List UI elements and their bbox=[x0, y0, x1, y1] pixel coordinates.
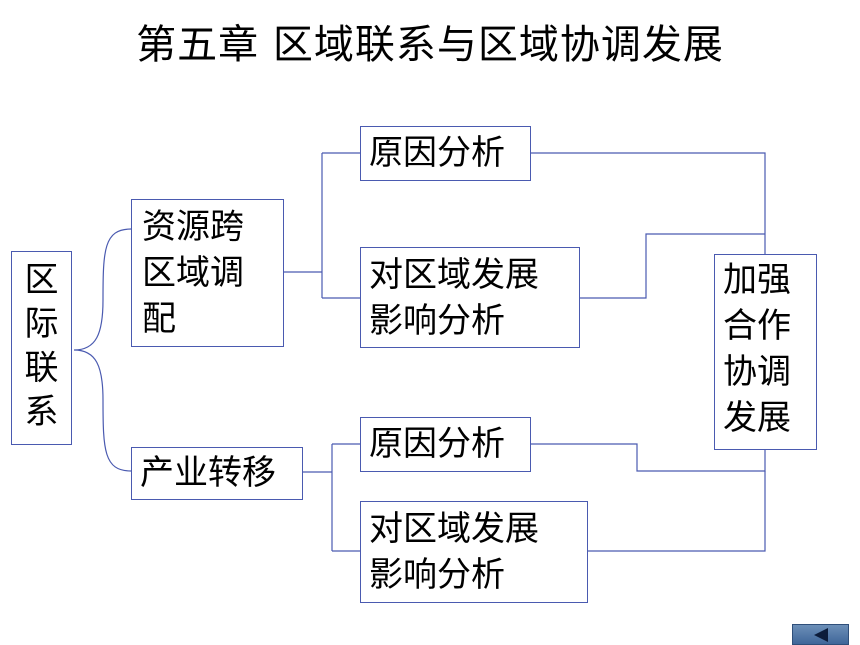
previous-slide-button[interactable] bbox=[792, 624, 849, 645]
leaf-label-line: 原因分析 bbox=[369, 133, 505, 173]
leaf-label-line: 影响分析 bbox=[369, 555, 505, 595]
branch1-connector bbox=[284, 152, 360, 299]
goal-label-line: 加强 bbox=[723, 260, 791, 300]
goal-label-line: 协调 bbox=[723, 352, 791, 392]
leaf-cause-analysis-2: 原因分析 bbox=[360, 417, 531, 472]
leaf-label-line: 影响分析 bbox=[369, 301, 505, 341]
back-arrow-icon bbox=[814, 628, 828, 642]
root-node-interregional-links: 区 际 联 系 bbox=[11, 251, 72, 445]
leaf-label-line: 对区域发展 bbox=[369, 509, 539, 549]
root-char: 际 bbox=[24, 304, 59, 344]
root-char: 系 bbox=[24, 392, 59, 432]
leaf-label-line: 对区域发展 bbox=[369, 255, 539, 295]
branch-label-line: 资源跨 bbox=[142, 207, 244, 247]
leaf4-to-goal bbox=[588, 471, 766, 552]
leaf-impact-analysis-2: 对区域发展 影响分析 bbox=[360, 501, 588, 603]
root-char: 区 bbox=[24, 260, 59, 300]
goal-label-line: 合作 bbox=[723, 306, 791, 346]
root-char: 联 bbox=[24, 348, 59, 388]
branch-label-line: 配 bbox=[142, 299, 176, 339]
branch-label-line: 产业转移 bbox=[140, 453, 276, 493]
root-brace bbox=[73, 228, 132, 472]
leaf2-to-goal bbox=[580, 233, 765, 299]
branch-industry-transfer: 产业转移 bbox=[131, 447, 303, 500]
leaf3-to-goal bbox=[531, 443, 766, 472]
leaf-label-line: 原因分析 bbox=[369, 424, 505, 464]
branch2-connector bbox=[303, 443, 360, 552]
goal-node-coordinated-development: 加强 合作 协调 发展 bbox=[714, 254, 817, 450]
leaf-impact-analysis-1: 对区域发展 影响分析 bbox=[360, 247, 580, 348]
branch-label-line: 区域调 bbox=[142, 253, 244, 293]
page-title: 第五章 区域联系与区域协调发展 bbox=[136, 22, 724, 68]
leaf-cause-analysis-1: 原因分析 bbox=[360, 126, 531, 181]
goal-label-line: 发展 bbox=[723, 398, 791, 438]
branch-resource-allocation: 资源跨 区域调 配 bbox=[131, 199, 284, 347]
leaf1-to-goal bbox=[531, 152, 766, 254]
